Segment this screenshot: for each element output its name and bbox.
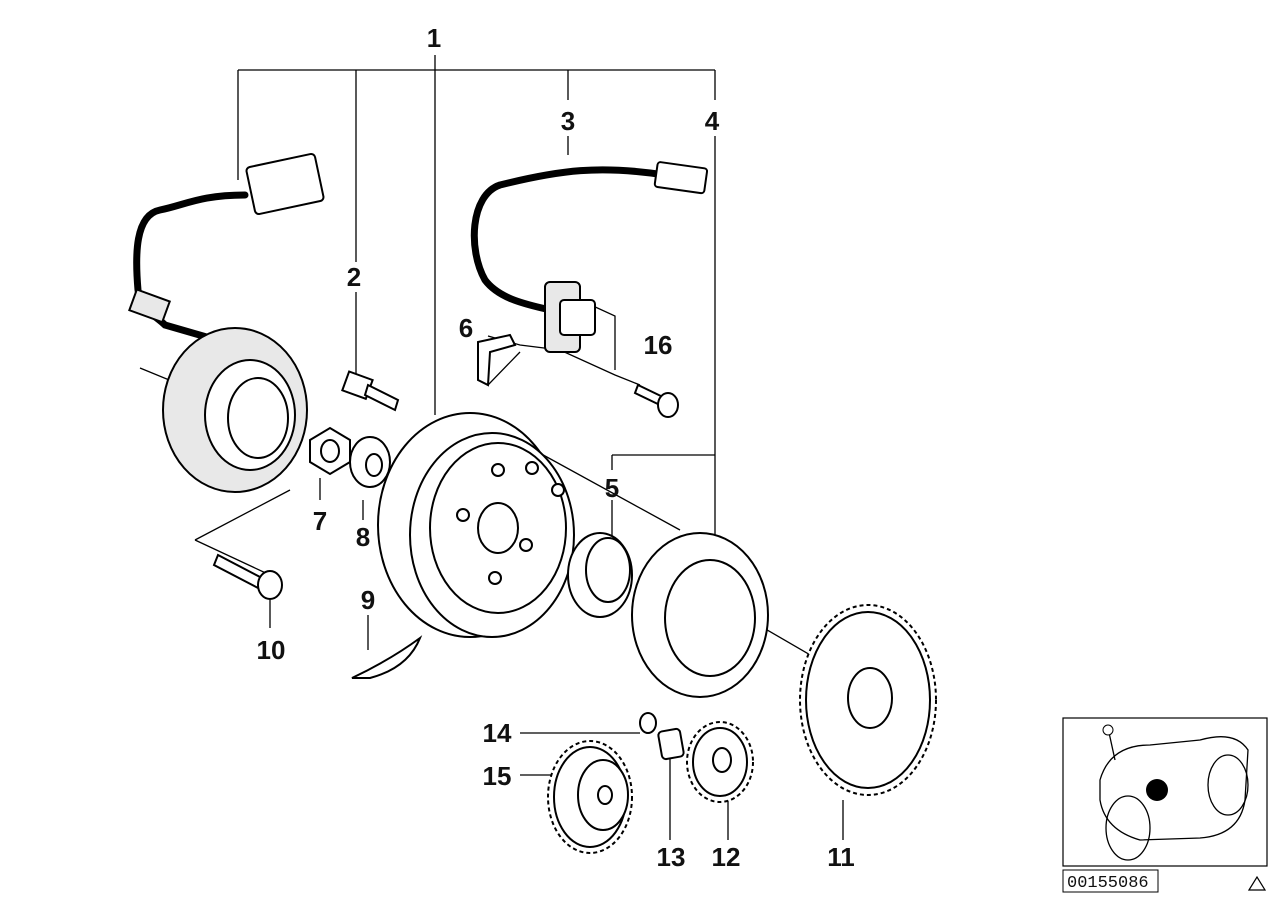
callout-6: 6 [459,313,473,343]
motorcycle-locator [1062,717,1268,867]
callout-10: 10 [257,635,286,665]
freewheel-housing-4 [631,532,769,698]
bolt-10 [212,553,283,600]
callout-16: 16 [644,330,673,360]
callout-13: 13 [657,842,686,872]
key-9 [351,635,423,679]
washer-14 [639,712,657,734]
washer-8 [349,436,391,488]
gear-12 [686,721,754,803]
callout-4: 4 [705,106,720,136]
gear-11 [799,604,937,796]
bolt-2 [341,370,400,412]
callout-5: 5 [605,473,619,503]
sleeve-13 [657,727,685,761]
rotor-1 [377,412,575,638]
gear-15 [547,740,633,854]
callout-15: 15 [483,761,512,791]
bearing-5 [567,532,633,618]
nut-7 [309,426,351,476]
screw-16 [633,383,679,418]
callout-7: 7 [313,506,327,536]
callout-2: 2 [347,262,361,292]
callout-14: 14 [483,718,512,748]
callout-11: 11 [827,842,855,872]
callout-9: 9 [361,585,375,615]
callouts: 1 2 3 4 5 6 7 8 9 10 11 12 13 14 15 16 [257,23,855,872]
bracket-6 [477,333,517,387]
triangle-icon [1247,875,1267,891]
location-marker-icon [1146,779,1168,801]
reference-code-text: 00155086 [1067,874,1149,893]
callout-1: 1 [427,23,441,53]
stator [128,152,325,493]
callout-12: 12 [712,842,741,872]
pickup-sensor-3 [470,161,709,353]
callout-3: 3 [561,106,575,136]
callout-8: 8 [356,522,370,552]
reference-code: 00155086 [1062,869,1267,893]
